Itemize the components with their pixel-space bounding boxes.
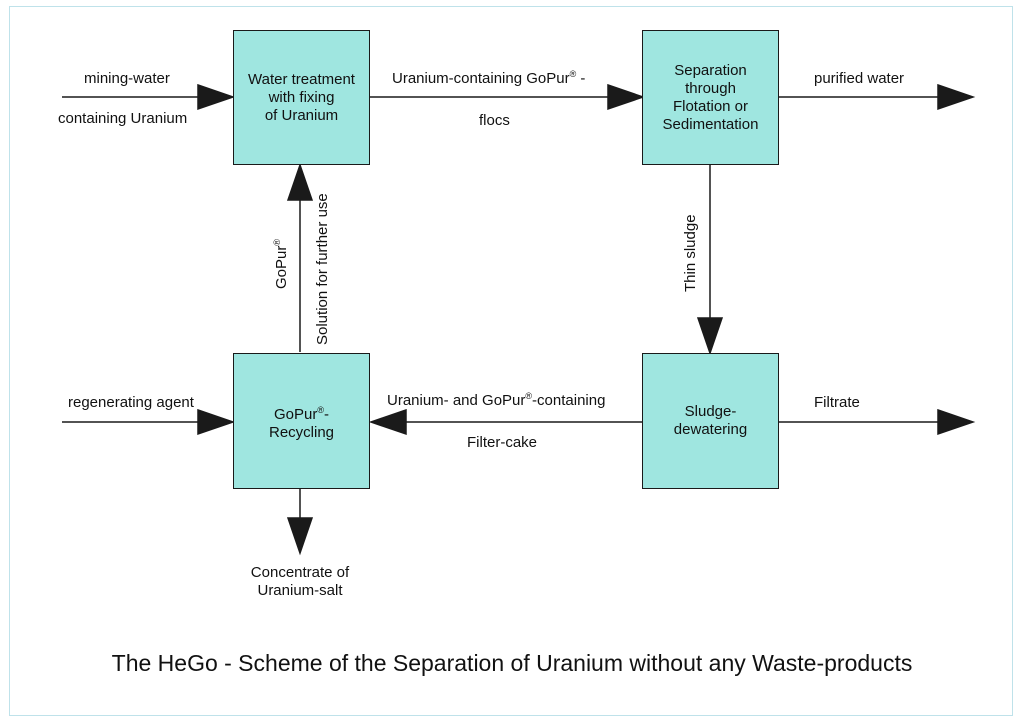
recycling-label: GoPur®- Recycling xyxy=(268,404,335,441)
arrowhead-flocs xyxy=(607,83,646,111)
arrowhead-solution xyxy=(286,162,314,201)
arrowhead-filtrate xyxy=(937,408,976,436)
diagram-title: The HeGo - Scheme of the Separation of U… xyxy=(111,650,913,676)
arrowhead-concentrate xyxy=(286,517,314,556)
mining-water-label: mining-water xyxy=(84,70,170,87)
arrowhead-mining-water xyxy=(197,83,236,111)
concentrate-label: Concentrate of Uranium-salt xyxy=(250,564,350,599)
water-treatment-box: Water treatment with fixing of Uranium xyxy=(233,30,370,165)
solution-label: Solution for further use xyxy=(314,193,331,345)
containing-uranium-label: containing Uranium xyxy=(58,110,188,127)
thin-sludge-label: Thin sludge xyxy=(682,214,699,292)
dewatering-box: Sludge- dewatering xyxy=(642,353,779,489)
uranium-containing-label: Uranium-containing GoPur® - xyxy=(392,69,586,88)
separation-box: Separation through Flotation or Sediment… xyxy=(642,30,779,165)
purified-water-label: purified water xyxy=(814,70,905,87)
flocs-label: flocs xyxy=(479,112,510,129)
separation-label: Separation through Flotation or Sediment… xyxy=(662,61,759,133)
arrowhead-thin-sludge xyxy=(696,317,724,356)
water-treatment-label: Water treatment with fixing of Uranium xyxy=(248,70,355,124)
filter-cake-contents-label: Uranium- and GoPur®-containing xyxy=(387,391,606,410)
recycling-box: GoPur®- Recycling xyxy=(233,353,370,489)
filtrate-label: Filtrate xyxy=(814,394,860,411)
arrowhead-purified-water xyxy=(937,83,976,111)
regenerating-agent-label: regenerating agent xyxy=(68,394,194,411)
arrowhead-filter-cake xyxy=(368,408,407,436)
dewatering-label: Sludge- dewatering xyxy=(673,403,748,438)
arrowhead-regenerating-agent xyxy=(197,408,236,436)
gopur-label: GoPur® xyxy=(272,239,290,289)
diagram-frame xyxy=(9,6,1013,716)
filter-cake-label: Filter-cake xyxy=(467,434,538,451)
